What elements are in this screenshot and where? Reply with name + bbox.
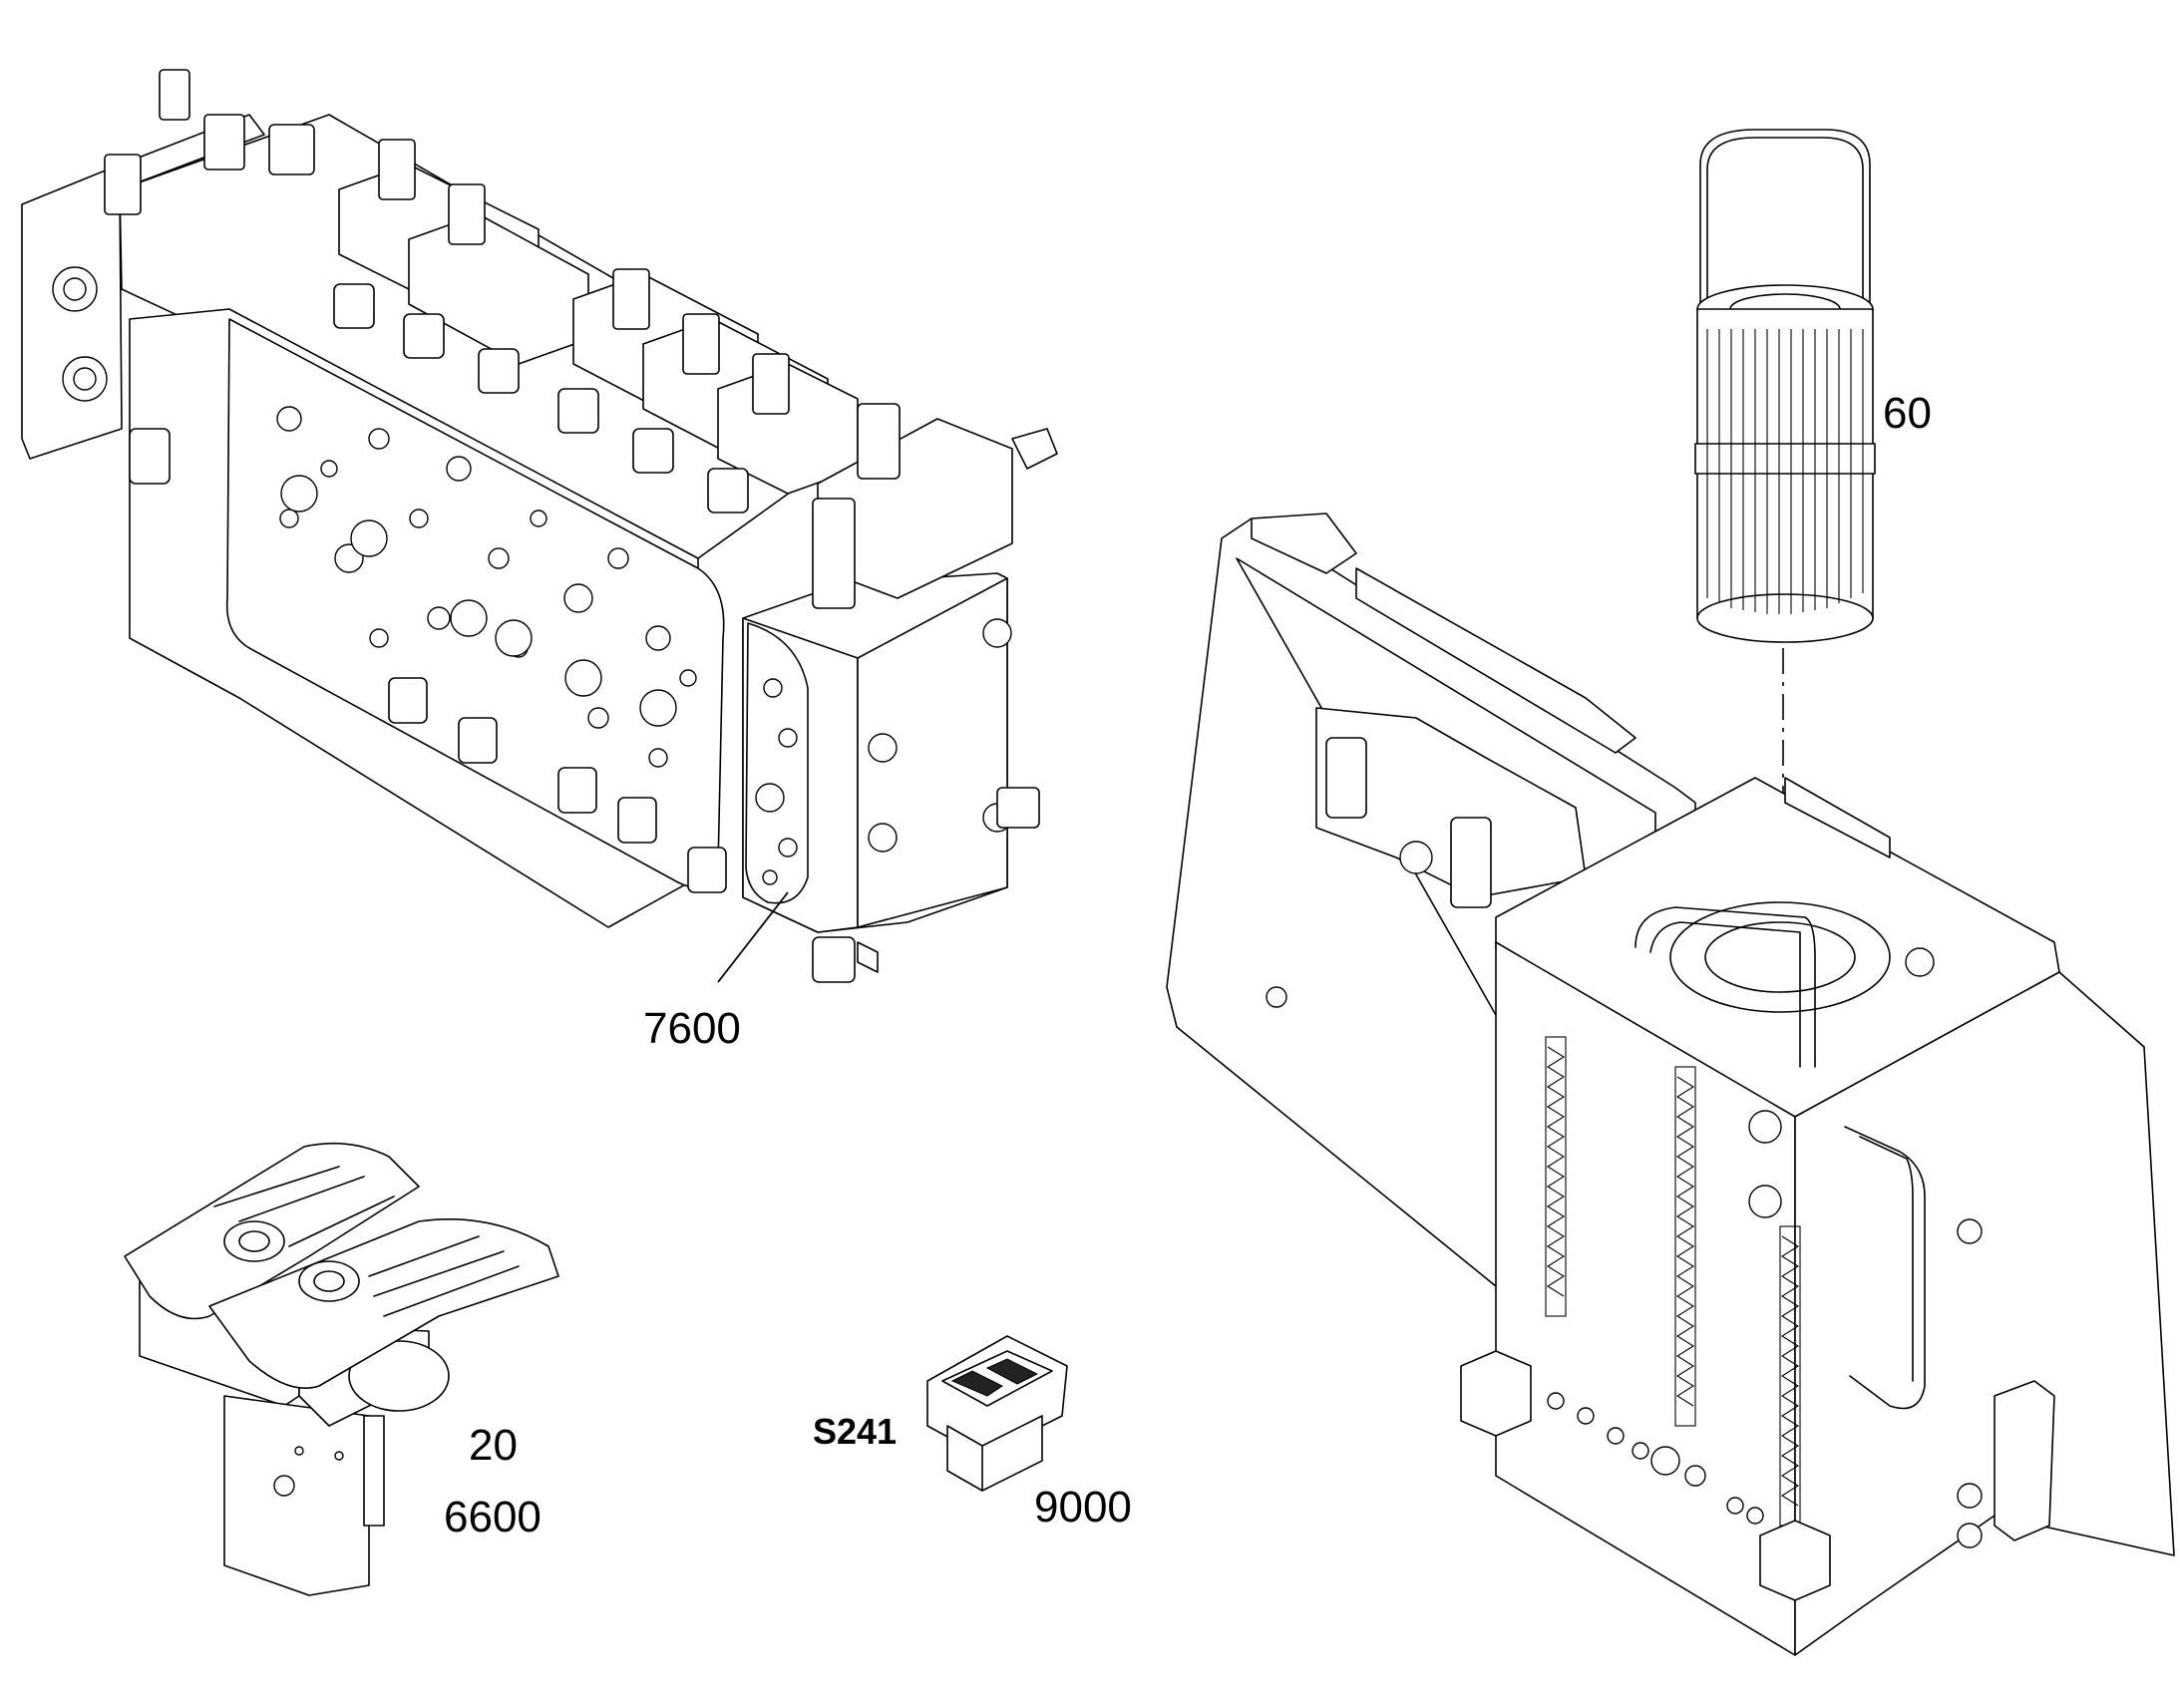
spool-housings [333,139,859,513]
hydraulic-tank-frame [1166,512,2175,1656]
filter-element-60 [1694,129,1876,643]
face-plate-holes [276,406,697,768]
control-valve-assembly [21,69,859,928]
callout-60: 60 [1883,389,1932,438]
rocker-switch [926,1335,1068,1492]
callout-7600: 7600 [643,1004,741,1053]
pedal-assembly [124,1142,559,1596]
callout-6600: 6600 [444,1493,542,1541]
section-valve-7600 [742,403,1058,983]
leader-7600 [717,891,789,983]
callout-9000: 9000 [1034,1483,1132,1532]
filter-pleats [1706,329,1864,614]
cooling-fins [1545,1036,1801,1527]
callout-20: 20 [469,1421,518,1470]
callout-s241: S241 [813,1411,898,1452]
